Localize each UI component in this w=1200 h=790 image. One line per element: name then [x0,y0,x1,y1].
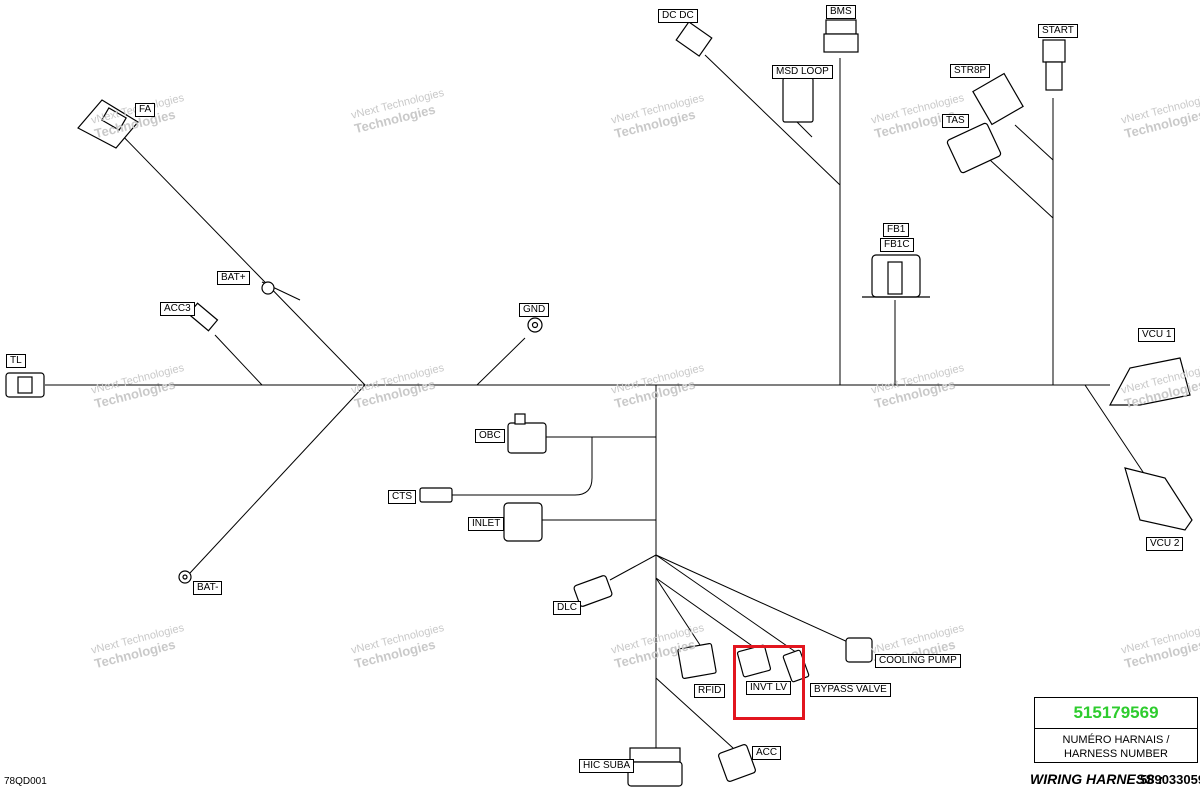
label-fa: FA [135,103,156,117]
harness-number-caption: NUMÉRO HARNAIS / HARNESS NUMBER [1062,734,1170,760]
label-invt-lv: INVT LV [746,681,791,695]
label-fb1: FB1 [883,223,910,237]
label-vcu2: VCU 2 [1146,537,1184,551]
label-msd-loop: MSD LOOP [772,65,833,79]
label-cts: CTS [388,490,416,504]
wiring-harness-number: 589033059 [1140,772,1200,787]
label-start: START [1038,24,1078,38]
harness-wires [45,54,1146,749]
label-tas: TAS [942,114,969,128]
harness-number-box: 515179569 NUMÉRO HARNAIS / HARNESS NUMBE… [1034,697,1198,763]
label-obc: OBC [475,429,505,443]
drawing-code: 78QD001 [4,776,47,787]
label-bat-plus: BAT+ [217,271,250,285]
label-gnd: GND [519,303,550,317]
label-bat-minus: BAT- [193,581,223,595]
label-fb1c: FB1C [880,238,914,252]
label-bms: BMS [826,5,856,19]
label-bypass-valve: BYPASS VALVE [810,683,891,697]
label-dc-dc: DC DC [658,9,698,23]
label-rfid: RFID [694,684,726,698]
highlight-box [733,645,805,720]
label-cooling-pump: COOLING PUMP [875,654,961,668]
label-dlc: DLC [553,601,582,615]
connector-drawings [5,19,1193,787]
label-hic-suba: HIC SUBA [579,759,635,773]
label-tl: TL [6,354,26,368]
wiring-harness-label: WIRING HARNESS : [1030,771,1163,787]
harness-number: 515179569 [1035,698,1197,729]
label-str8p: STR8P [950,64,991,78]
label-acc: ACC [752,746,782,760]
label-vcu1: VCU 1 [1138,328,1176,342]
label-acc3: ACC3 [160,302,195,316]
label-inlet: INLET [468,517,505,531]
